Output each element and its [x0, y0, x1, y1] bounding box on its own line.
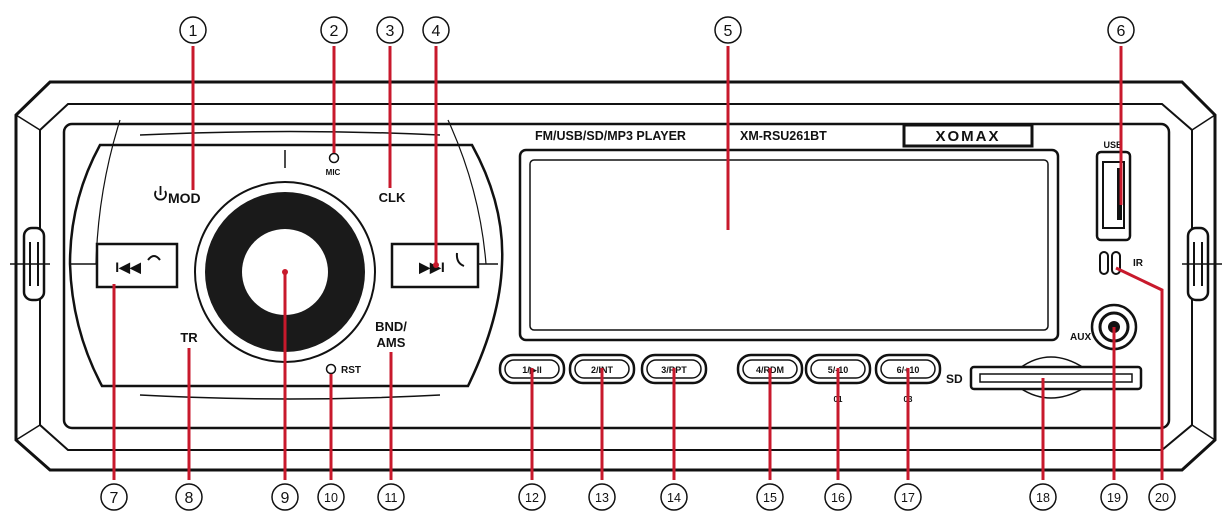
power-mode-label: MOD [154, 186, 201, 206]
callout-12: 12 [518, 483, 546, 511]
answer-phone-icon [455, 252, 465, 267]
callout-19: 19 [1100, 483, 1128, 511]
callout-number-16: 16 [831, 491, 845, 505]
callout-number-15: 15 [763, 491, 777, 505]
callout-11: 11 [377, 483, 405, 511]
callout-9: 9 [271, 483, 299, 511]
clock-button-label[interactable]: CLK [379, 190, 406, 205]
previous-track-icon: I◀◀ [115, 259, 141, 275]
callout-number-3: 3 [386, 23, 395, 40]
callout-7: 7 [100, 483, 128, 511]
control-panel-outline [68, 119, 504, 400]
leader-dot-4 [433, 262, 439, 268]
aux-label: AUX [1070, 332, 1091, 343]
callout-20: 20 [1148, 483, 1176, 511]
mod-label: MOD [168, 190, 201, 206]
brand-logo: XOMAX [902, 123, 1034, 148]
bnd-label: BND/ [375, 319, 407, 334]
callout-number-18: 18 [1036, 491, 1050, 505]
callout-number-7: 7 [110, 490, 119, 507]
callout-number-13: 13 [595, 491, 609, 505]
product-line-label: FM/USB/SD/MP3 PLAYER [535, 129, 686, 143]
callout-number-4: 4 [432, 23, 441, 40]
microphone: MIC [326, 152, 341, 177]
left-release-clip [10, 226, 50, 302]
callout-15: 15 [756, 483, 784, 511]
callout-number-8: 8 [185, 490, 194, 507]
callout-number-9: 9 [281, 490, 290, 507]
tr-button-label[interactable]: TR [180, 330, 198, 345]
next-track-icon: ▶▶I [418, 259, 444, 275]
callout-number-11: 11 [385, 491, 398, 505]
callout-number-14: 14 [667, 491, 681, 505]
band-ams-button-label[interactable]: BND/ AMS [375, 319, 407, 350]
power-icon [154, 186, 167, 201]
callout-17: 17 [894, 483, 922, 511]
ir-label: IR [1133, 258, 1144, 269]
mic-label: MIC [326, 168, 341, 177]
callout-number-10: 10 [324, 491, 338, 505]
callout-number-6: 6 [1117, 23, 1126, 40]
sd-card-slot[interactable]: SD [946, 356, 1143, 399]
callout-3: 3 [376, 16, 404, 44]
callout-number-12: 12 [525, 491, 539, 505]
model-label: XM-RSU261BT [740, 129, 827, 143]
callout-18: 18 [1029, 483, 1057, 511]
lcd-display [518, 148, 1060, 342]
right-release-clip [1182, 226, 1222, 302]
sd-label: SD [946, 372, 963, 386]
rst-label: RST [341, 365, 361, 376]
callout-8: 8 [175, 483, 203, 511]
callout-10: 10 [317, 483, 345, 511]
callout-number-19: 19 [1107, 491, 1121, 505]
ams-label: AMS [377, 335, 406, 350]
callout-number-20: 20 [1155, 491, 1169, 505]
usb-label: USB [1103, 140, 1123, 150]
callout-1: 1 [179, 16, 207, 44]
leader-lines [112, 46, 1164, 480]
usb-port[interactable]: USB [1095, 140, 1132, 242]
callout-2: 2 [320, 16, 348, 44]
leader-line-20 [1115, 266, 1164, 480]
callout-16: 16 [824, 483, 852, 511]
previous-track-button[interactable]: I◀◀ [95, 242, 179, 289]
callout-number-5: 5 [724, 23, 733, 40]
callout-number-2: 2 [330, 23, 339, 40]
callout-6: 6 [1107, 16, 1135, 44]
hang-up-phone-icon [147, 255, 161, 261]
brand-name: XOMAX [935, 128, 1000, 145]
callout-13: 13 [588, 483, 616, 511]
callout-4: 4 [422, 16, 450, 44]
callout-number-17: 17 [901, 491, 915, 505]
reset-button[interactable]: RST [325, 363, 362, 377]
callout-14: 14 [660, 483, 688, 511]
callout-5: 5 [714, 16, 742, 44]
callout-number-1: 1 [189, 23, 198, 40]
leader-dot-9 [282, 269, 288, 275]
